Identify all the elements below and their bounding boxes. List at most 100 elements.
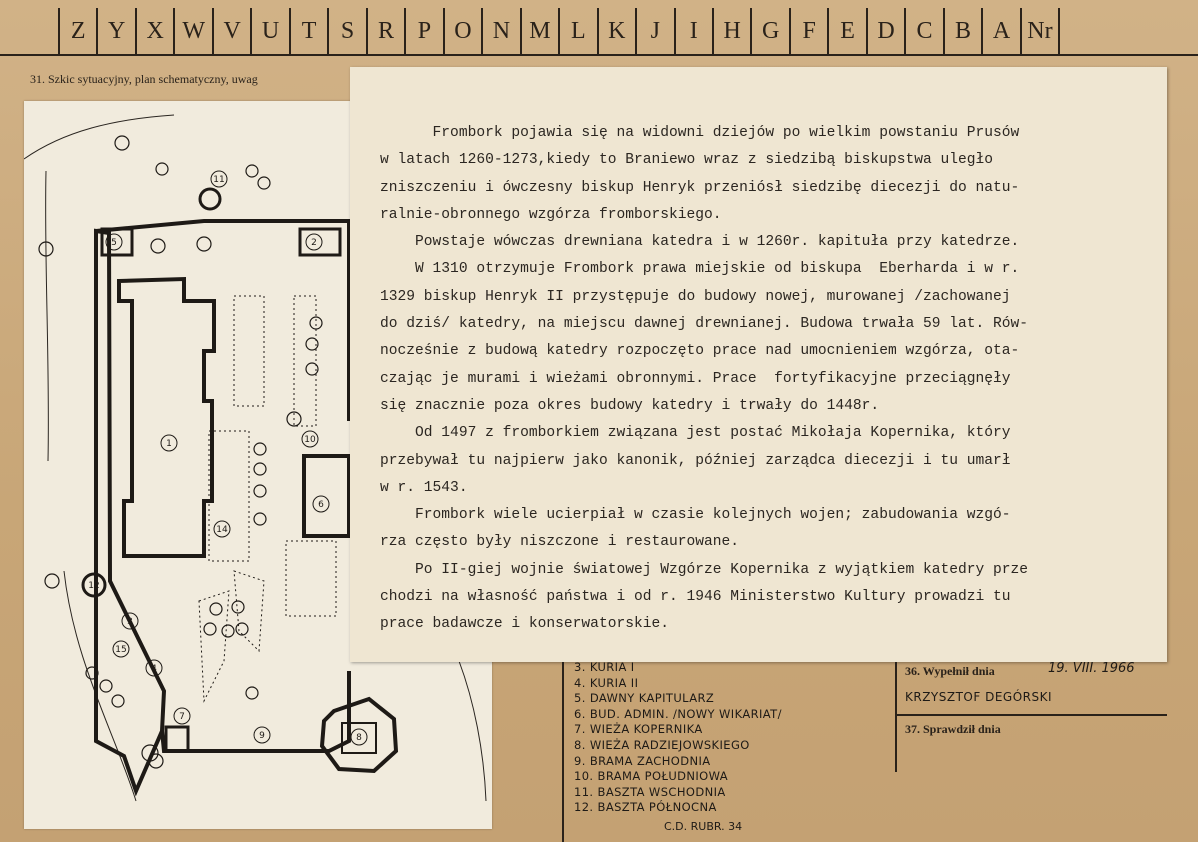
tower-7 <box>164 725 190 753</box>
ruler-cell: R <box>368 8 407 54</box>
plan-label-9: 9 <box>253 726 271 744</box>
ruler-cell: L <box>560 8 599 54</box>
trees <box>38 135 323 769</box>
plan-label-14: 14 <box>213 520 231 538</box>
divider-line <box>895 714 1167 716</box>
legend-item: 12. BASZTA PÓŁNOCNA <box>574 800 717 815</box>
dotted-building <box>233 295 265 407</box>
svg-text:5: 5 <box>111 238 117 248</box>
ruler-cell: F <box>791 8 830 54</box>
field-36-label: 36. Wypełnił dnia <box>905 664 995 678</box>
ruler-cell: Nr <box>1022 8 1061 54</box>
note-line: Po II-giej wojnie światowej Wzgórze Kope… <box>380 561 1029 578</box>
ruler-cell: P <box>406 8 445 54</box>
note-line: czając je murami i wieżami obronnymi. Pr… <box>380 370 1011 387</box>
ruler-cell: T <box>291 8 330 54</box>
legend-item: 7. WIEŻA KOPERNIKA <box>574 722 703 737</box>
svg-text:1: 1 <box>166 439 172 449</box>
note-text: Frombork pojawia się na widowni dziejów … <box>380 120 1160 639</box>
filled-by-name: KRZYSZTOF DEGÓRSKI <box>905 690 1053 704</box>
svg-text:12: 12 <box>88 581 99 591</box>
svg-text:14: 14 <box>216 525 228 535</box>
note-line: 1329 biskup Henryk II przystępuje do bud… <box>380 288 1011 305</box>
ruler-cell: J <box>637 8 676 54</box>
ruler-cell: G <box>752 8 791 54</box>
note-line: prace badawcze i konserwatorskie. <box>380 616 670 633</box>
site-plan-drawing: 1 2 3 4 5 6 7 8 9 10 11 12 14 15 <box>24 114 487 802</box>
note-line: Frombork pojawia się na widowni dziejów … <box>380 125 1020 141</box>
ruler-cell: W <box>175 8 214 54</box>
ruler-cell: M <box>522 8 561 54</box>
outer-wall-south <box>160 671 351 753</box>
ruler-cell: V <box>214 8 253 54</box>
field-37-label: 37. Sprawdził dnia <box>905 722 1001 736</box>
field-31-label: 31. Szkic sytuacyjny, plan schematyczny,… <box>30 72 258 86</box>
legend-item: 8. WIEŻA RADZIEJOWSKIEGO <box>574 737 750 752</box>
note-line: rza często były niszczone i restaurowane… <box>380 534 740 551</box>
dotted-building <box>233 570 265 653</box>
plan-label-10: 10 <box>301 430 319 448</box>
plan-label-12: 12 <box>88 581 99 591</box>
tower-8-inner <box>341 722 377 754</box>
ruler-cell: K <box>599 8 638 54</box>
dotted-building <box>293 295 317 427</box>
ruler-cell: D <box>868 8 907 54</box>
ruler-cell: O <box>445 8 484 54</box>
legend-item: 10. BRAMA POŁUDNIOWA <box>574 769 729 784</box>
dotted-building <box>285 540 337 617</box>
note-line: do dziś/ katedry, na miejscu dawnej drew… <box>380 316 1029 333</box>
ruler-cell: H <box>714 8 753 54</box>
cathedral-outline <box>117 276 216 558</box>
tower-11 <box>198 187 222 211</box>
terrain-line <box>24 114 175 160</box>
svg-text:9: 9 <box>259 731 265 741</box>
terrain-line <box>458 660 487 802</box>
svg-text:2: 2 <box>311 238 317 248</box>
plan-label-4: 4 <box>145 659 163 677</box>
typed-note: Frombork pojawia się na widowni dziejów … <box>350 67 1167 662</box>
plan-label-2: 2 <box>305 233 323 251</box>
plan-label-3: 3 <box>121 612 139 630</box>
note-line: ralnie-obronnego wzgórza fromborskiego. <box>380 206 722 223</box>
legend-continuation-ref: C.D. RUBR. 34 <box>664 820 743 833</box>
ruler-cell: Y <box>98 8 137 54</box>
note-line: chodzi na własność państwa i od r. 1946 … <box>380 589 1011 606</box>
outer-wall-north <box>95 219 351 421</box>
tower-12 <box>81 572 107 598</box>
ruler-cell: X <box>137 8 176 54</box>
svg-text:11: 11 <box>213 175 224 185</box>
legend-item: 6. BUD. ADMIN. /NOWY WIKARIAT/ <box>574 706 782 721</box>
plan-label-8: 8 <box>350 728 368 746</box>
plan-label-15: 15 <box>112 640 130 658</box>
ruler-cell: Z <box>60 8 99 54</box>
building-5 <box>100 227 134 257</box>
divider-line <box>562 662 564 842</box>
plan-label-6: 6 <box>312 495 330 513</box>
dotted-building <box>208 430 250 562</box>
note-line: Od 1497 z fromborkiem związana jest post… <box>380 425 1011 442</box>
ruler-baseline <box>0 54 1198 56</box>
note-line: Powstaje wówczas drewniana katedra i w 1… <box>380 234 1020 251</box>
ruler-cell: N <box>483 8 522 54</box>
legend-item: 4. KURIA II <box>574 675 639 690</box>
building-6 <box>302 454 351 538</box>
building-2 <box>298 227 342 257</box>
svg-text:4: 4 <box>151 664 157 674</box>
note-line: w latach 1260-1273,kiedy to Braniewo wra… <box>380 152 994 169</box>
note-line: przebywał tu najpierw jako kanonik, późn… <box>380 452 1011 469</box>
note-line: W 1310 otrzymuje Frombork prawa miejskie… <box>380 261 1020 278</box>
plan-number-labels: 1 2 3 4 5 6 7 8 9 10 11 12 14 15 <box>88 170 368 746</box>
plan-label-5: 5 <box>105 233 123 251</box>
note-line: Frombork wiele ucierpiał w czasie kolejn… <box>380 507 1011 524</box>
note-line: nocześnie z budową katedry rozpoczęto pr… <box>380 343 1020 360</box>
legend-item: 3. KURIA I <box>574 660 635 674</box>
ruler-cell: C <box>906 8 945 54</box>
ruler-cell: I <box>676 8 714 54</box>
legend-item: 11. BASZTA WSCHODNIA <box>574 784 726 799</box>
plan-label-7: 7 <box>173 707 191 725</box>
svg-text:10: 10 <box>304 435 316 445</box>
svg-text:15: 15 <box>115 645 126 655</box>
